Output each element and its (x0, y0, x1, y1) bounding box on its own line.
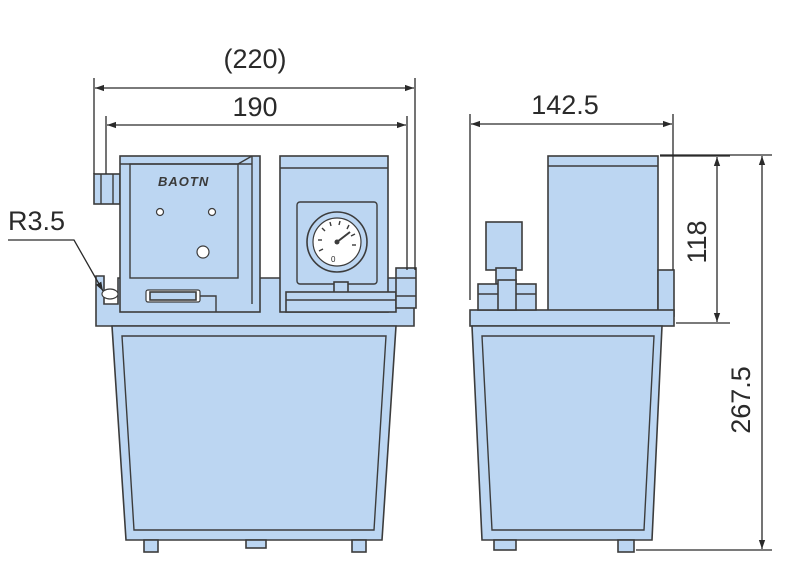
outlet-fitting (395, 267, 417, 309)
brand-label: BAOTN (158, 174, 209, 189)
side-view (469, 155, 675, 553)
side-tank (471, 325, 663, 541)
left-fitting (93, 173, 121, 205)
mounting-hole (101, 288, 119, 300)
dim-label-267-5: 267.5 (726, 366, 756, 434)
motor-box (119, 155, 261, 313)
svg-text:0: 0 (331, 255, 336, 264)
front-foot-left (143, 539, 159, 553)
dim-label-118: 118 (682, 220, 712, 263)
screw-hole-right (207, 207, 217, 217)
front-tank (111, 325, 397, 541)
dim-label-190: 190 (232, 92, 277, 122)
radius-leader (8, 239, 104, 292)
screw-hole-left (155, 207, 165, 217)
dim-label-142-5: 142.5 (531, 90, 599, 120)
side-base-plate (469, 309, 675, 327)
front-foot-mid (245, 539, 267, 549)
front-foot-right (351, 539, 367, 553)
side-foot-right (617, 539, 635, 553)
indicator-lamp (196, 245, 210, 259)
side-foot-left (493, 539, 517, 551)
radius-label: R3.5 (8, 206, 65, 236)
dimension-lines (8, 78, 772, 551)
front-view: BAOTN 0 (93, 155, 417, 553)
side-upper-housing (547, 155, 659, 321)
side-motor (485, 221, 523, 271)
pressure-gauge-icon: 0 (306, 211, 368, 273)
dim-label-220: (220) (223, 44, 286, 74)
